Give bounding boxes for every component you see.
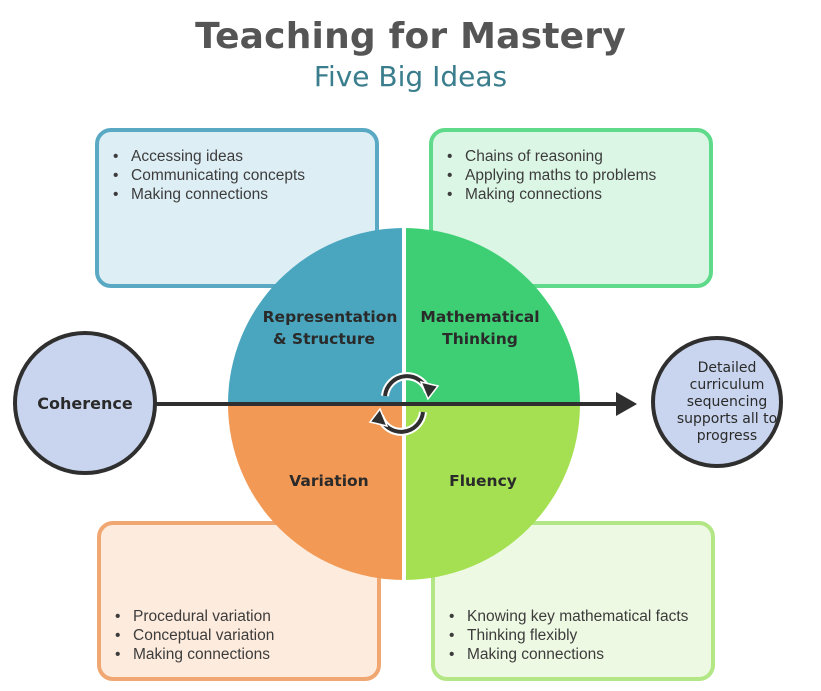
representation-label-line1: Representation <box>263 308 398 326</box>
mathematical-thinking-label-line2: Thinking <box>442 330 518 348</box>
list-item: Making connections <box>105 185 375 204</box>
list-item: Making connections <box>441 645 711 664</box>
diagram-title: Teaching for Mastery <box>195 16 626 57</box>
list-item: Applying maths to problems <box>439 166 709 185</box>
representation-quadrant <box>228 228 404 404</box>
diagram-subtitle: Five Big Ideas <box>313 60 508 93</box>
list-item: Conceptual variation <box>107 626 377 645</box>
variation-quadrant <box>228 404 404 580</box>
list-item: Communicating concepts <box>105 166 375 185</box>
list-item: Accessing ideas <box>105 147 375 166</box>
mathematical-thinking-label-line1: Mathematical <box>420 308 539 326</box>
mathematical-thinking-quadrant <box>404 228 580 404</box>
outcome-circle <box>651 336 783 468</box>
outcome-line: supports all to <box>677 411 777 427</box>
outcome-line: progress <box>697 428 757 444</box>
list-item: Procedural variation <box>107 607 377 626</box>
fluency-label: Fluency <box>449 472 517 490</box>
list-item: Chains of reasoning <box>439 147 709 166</box>
outcome-line: curriculum <box>690 377 765 393</box>
fluency-list: Knowing key mathematical facts Thinking … <box>441 607 711 664</box>
coherence-label: Coherence <box>37 394 133 413</box>
arrowhead-icon <box>616 392 637 416</box>
mathematical-thinking-list: Chains of reasoning Applying maths to pr… <box>439 147 709 204</box>
list-item: Making connections <box>439 185 709 204</box>
fluency-quadrant <box>404 404 580 580</box>
mathematical-thinking-box: Chains of reasoning Applying maths to pr… <box>429 128 713 288</box>
representation-label-line2: & Structure <box>273 330 375 348</box>
list-item: Thinking flexibly <box>441 626 711 645</box>
representation-list: Accessing ideas Communicating concepts M… <box>105 147 375 204</box>
outcome-line: sequencing <box>687 394 768 410</box>
outcome-line: Detailed <box>698 360 757 376</box>
list-item: Knowing key mathematical facts <box>441 607 711 626</box>
central-circle <box>228 228 580 580</box>
variation-label: Variation <box>289 472 368 490</box>
cycle-arrows-icon <box>368 372 440 436</box>
list-item: Making connections <box>107 645 377 664</box>
variation-list: Procedural variation Conceptual variatio… <box>107 607 377 664</box>
